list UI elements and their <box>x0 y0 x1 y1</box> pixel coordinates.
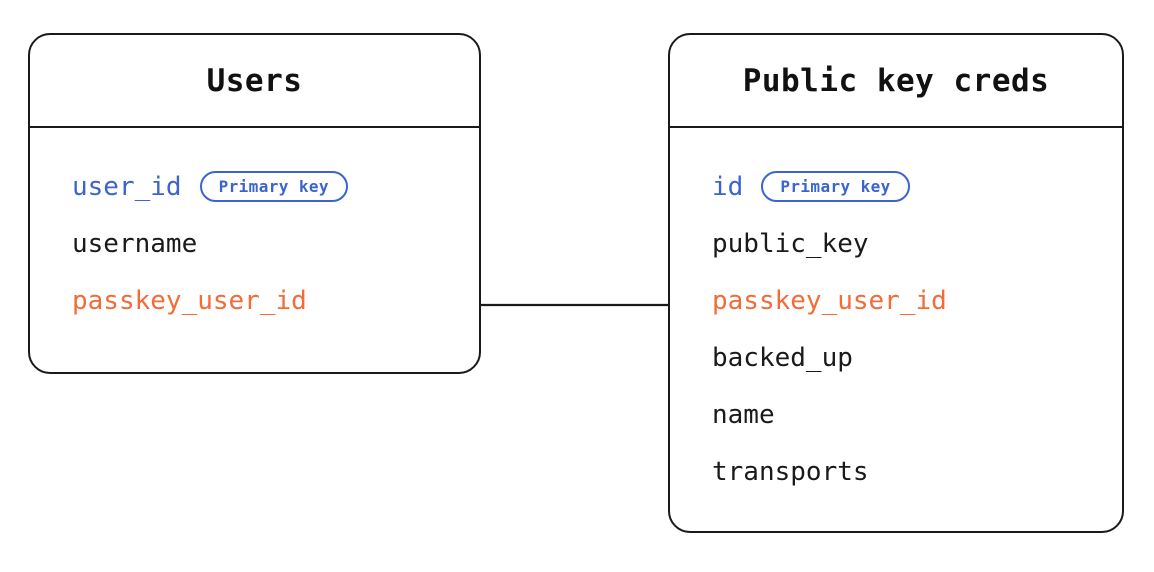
field-name-public-key: public_key <box>712 228 869 259</box>
field-row[interactable]: name <box>712 386 1102 443</box>
entity-public-key-creds-header: Public key creds <box>670 35 1122 128</box>
status-badge-primary-key: Primary key <box>199 171 348 202</box>
field-row[interactable]: public_key <box>712 215 1102 272</box>
entity-users-header: Users <box>30 35 479 128</box>
field-name-passkey-user-id: passkey_user_id <box>72 285 307 316</box>
field-name-backed-up: backed_up <box>712 342 853 373</box>
field-name-transports: transports <box>712 456 869 487</box>
field-row[interactable]: transports <box>712 443 1102 500</box>
entity-users[interactable]: Users user_id Primary key username passk… <box>28 33 481 374</box>
entity-public-key-creds-fields: id Primary key public_key passkey_user_i… <box>670 128 1122 531</box>
field-row[interactable]: passkey_user_id <box>712 272 1102 329</box>
status-badge-label: Primary key <box>780 177 891 196</box>
field-name-id: id <box>712 171 744 202</box>
field-name-user-id: user_id <box>72 171 182 202</box>
field-row[interactable]: username <box>72 215 459 272</box>
field-row[interactable]: backed_up <box>712 329 1102 386</box>
field-row[interactable]: user_id Primary key <box>72 158 459 215</box>
entity-public-key-creds-title: Public key creds <box>742 62 1050 99</box>
status-badge-label: Primary key <box>218 177 329 196</box>
field-row[interactable]: id Primary key <box>712 158 1102 215</box>
entity-users-title: Users <box>206 62 303 99</box>
field-name-username: username <box>72 228 198 259</box>
entity-users-fields: user_id Primary key username passkey_use… <box>30 128 479 372</box>
status-badge-primary-key: Primary key <box>761 171 910 202</box>
field-name-name: name <box>712 399 775 430</box>
field-name-passkey-user-id: passkey_user_id <box>712 285 947 316</box>
field-row[interactable]: passkey_user_id <box>72 272 459 329</box>
entity-public-key-creds[interactable]: Public key creds id Primary key public_k… <box>668 33 1124 533</box>
